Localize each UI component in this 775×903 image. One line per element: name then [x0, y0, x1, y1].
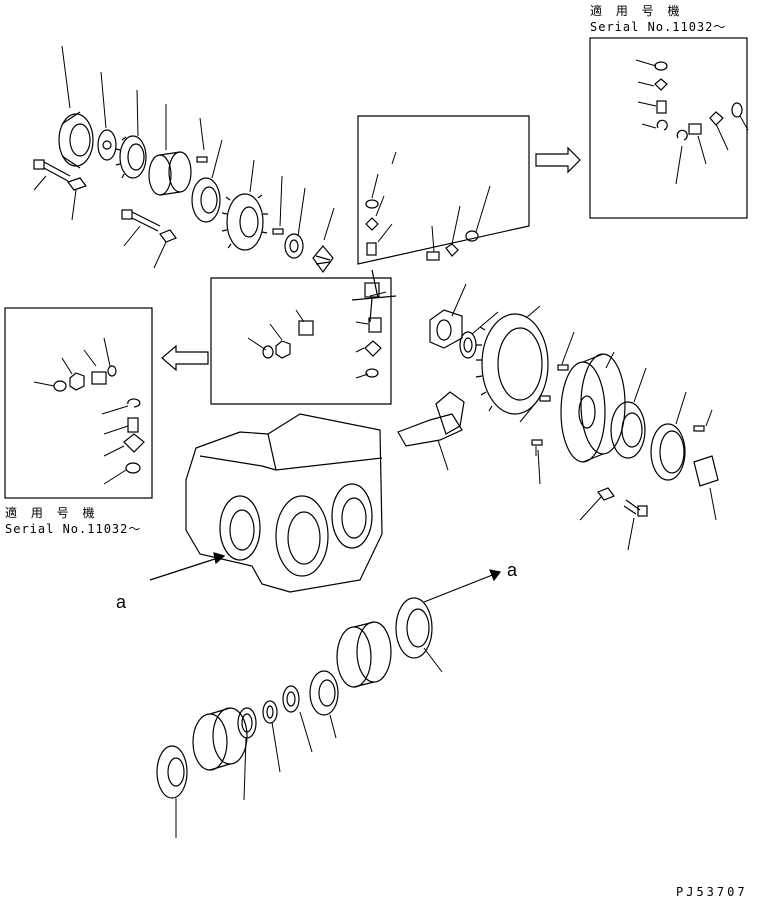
view-arrow-left [149, 552, 226, 581]
leader-lines [33, 45, 749, 838]
detail-box-upper [357, 115, 530, 265]
bearing-outer [58, 111, 94, 169]
right-box-parts [654, 61, 743, 141]
large-gear [221, 193, 268, 251]
carrier [560, 353, 626, 463]
left-box-parts [53, 365, 145, 474]
note-right-applicable: 適 用 号 機 [590, 4, 685, 18]
pin-small [196, 156, 284, 235]
washer-plate [97, 129, 117, 161]
lower-sleeve [336, 621, 392, 688]
bearing-right [610, 401, 646, 459]
lower-cover [192, 707, 248, 771]
cone-right [693, 455, 719, 487]
note-right-serial: Serial No.11032～ [590, 20, 727, 34]
detail-box-left [4, 307, 153, 499]
cup-right [650, 423, 686, 481]
sleeve [148, 151, 192, 196]
note-left-applicable: 適 用 号 機 [5, 506, 100, 520]
bolt-3 [623, 499, 648, 517]
arrow-to-left-box [161, 344, 209, 372]
pinion-shaft [397, 391, 465, 447]
pinion-small [429, 309, 463, 349]
thrust-washer [284, 233, 304, 259]
upper-box-parts [365, 199, 479, 261]
housing [185, 413, 383, 593]
lower-washer-1 [282, 685, 300, 713]
lower-bearing-2 [309, 670, 339, 716]
spline-gear [115, 135, 147, 179]
detail-box-right [589, 37, 748, 219]
drawing-code: PJ53707 [676, 885, 748, 899]
pins-right [531, 364, 705, 446]
lower-flange [156, 745, 188, 799]
view-label-left: a [116, 592, 127, 612]
side-gear [312, 245, 334, 274]
bolt-1 [33, 159, 71, 182]
detail-box-center [210, 277, 392, 405]
roller-bearing [191, 177, 221, 223]
arrow-to-right-box [535, 146, 581, 174]
shim [459, 331, 477, 359]
view-label-right: a [507, 560, 518, 580]
lock-plate-1 [67, 177, 87, 191]
note-left-serial: Serial No.11032～ [5, 522, 142, 536]
lock-plate-2 [159, 229, 177, 243]
view-arrow-right [423, 569, 502, 603]
ring-gear [475, 313, 549, 415]
lower-washer-2 [262, 700, 278, 724]
center-box-parts [262, 317, 382, 378]
lower-bearing [395, 597, 433, 659]
lock-plate-3 [597, 487, 615, 501]
bolt-2 [121, 209, 161, 232]
